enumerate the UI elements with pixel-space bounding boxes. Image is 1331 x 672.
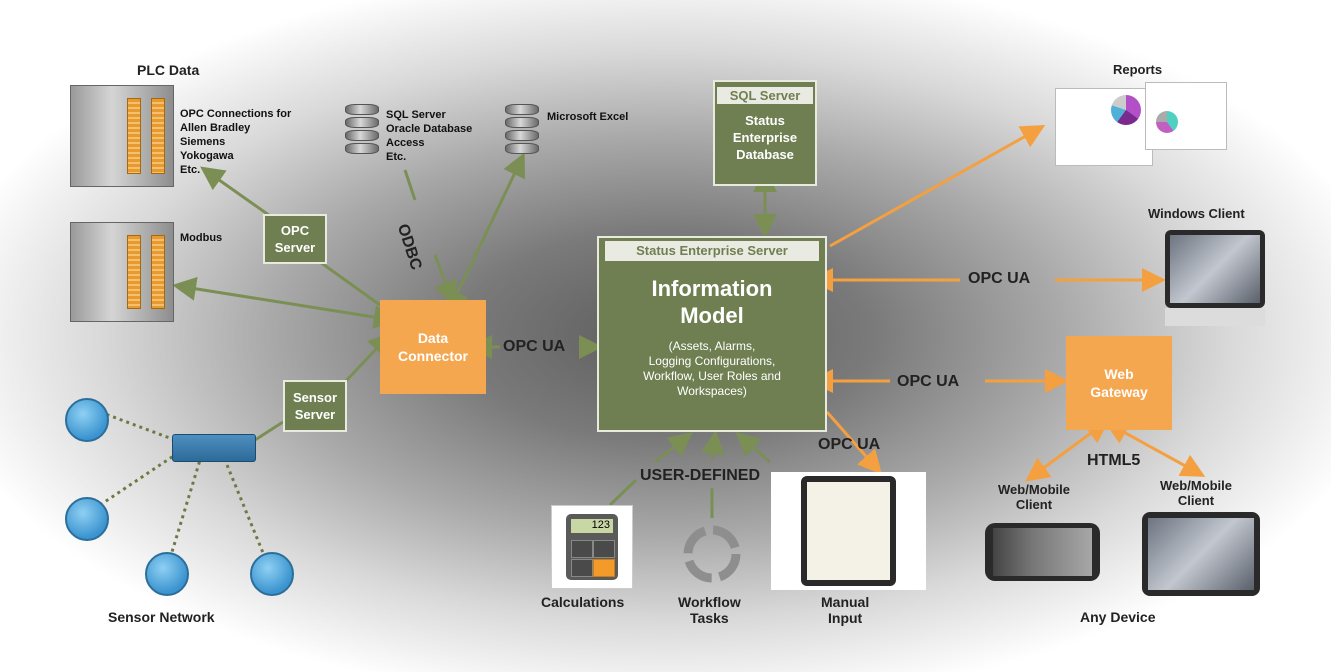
- enterprise-server-header: Status Enterprise Server: [605, 241, 819, 261]
- excel-label: Microsoft Excel: [547, 111, 629, 123]
- sensor-icon: [65, 398, 109, 442]
- arrow-gateway-webclient-right: [1104, 421, 1206, 477]
- arrow-server-reports: [829, 125, 1046, 248]
- windows-client-monitor: [1165, 230, 1265, 308]
- opc-ua-label-gateway: OPC UA: [897, 373, 960, 390]
- arrow-connector-modbus: [172, 276, 398, 329]
- arrow-calc-user: [608, 478, 638, 507]
- arrow-switch-sensorserver: [254, 420, 284, 442]
- arrow-gateway-webclient-left: [1025, 419, 1110, 482]
- sql-server-header: SQL Server: [717, 87, 813, 104]
- html5-label: HTML5: [1087, 452, 1141, 469]
- opc-ua-label-manual: OPC UA: [818, 436, 881, 453]
- arrow-sensor-connector: [343, 331, 393, 384]
- report-thumbnail-1: [1055, 88, 1153, 166]
- report-thumbnail-2: [1145, 82, 1227, 150]
- plc-data-title: PLC Data: [137, 62, 200, 78]
- sensor-icon: [65, 497, 109, 541]
- sql-database-icon: [345, 104, 379, 156]
- tablet-device: [1142, 512, 1260, 596]
- opc-ua-label-left: OPC UA: [503, 338, 566, 355]
- information-model-desc: (Assets, Alarms,Logging Configurations,W…: [643, 339, 781, 398]
- arrow-connector-opcserver: [319, 260, 381, 307]
- mobile-phone-device: [985, 523, 1100, 581]
- workflow-cycle-icon: [683, 525, 741, 583]
- sensor-network-label: Sensor Network: [108, 609, 215, 625]
- plc-device-modbus: [70, 222, 174, 322]
- sensor-icon: [250, 552, 294, 596]
- network-switch-icon: [172, 434, 256, 462]
- modbus-label: Modbus: [180, 232, 223, 244]
- opc-ua-label-windows: OPC UA: [968, 270, 1031, 287]
- arrow-connector-excel: [446, 152, 526, 315]
- arrow-server-manual: [825, 411, 882, 475]
- sensor-icon: [145, 552, 189, 596]
- reports-label: Reports: [1113, 62, 1163, 77]
- calculations-label: Calculations: [541, 594, 625, 610]
- arrow-user-server-3: [735, 432, 771, 464]
- arrow-odbc-connector: [433, 254, 457, 306]
- monitor-stand: [1165, 308, 1265, 326]
- plc-device-top: [70, 85, 174, 187]
- user-defined-label: USER-DEFINED: [640, 467, 761, 484]
- arrow-user-server-2: [700, 430, 725, 461]
- sensor-links: [99, 410, 270, 566]
- calculator-icon: 123: [551, 505, 633, 589]
- arrow-odbc-sql: [403, 169, 417, 201]
- windows-client-label: Windows Client: [1148, 206, 1245, 221]
- arrow-user-server: [654, 432, 693, 464]
- excel-database-icon: [505, 104, 539, 156]
- manual-input-tablet-frame: [771, 472, 926, 590]
- any-device-label: Any Device: [1080, 609, 1156, 625]
